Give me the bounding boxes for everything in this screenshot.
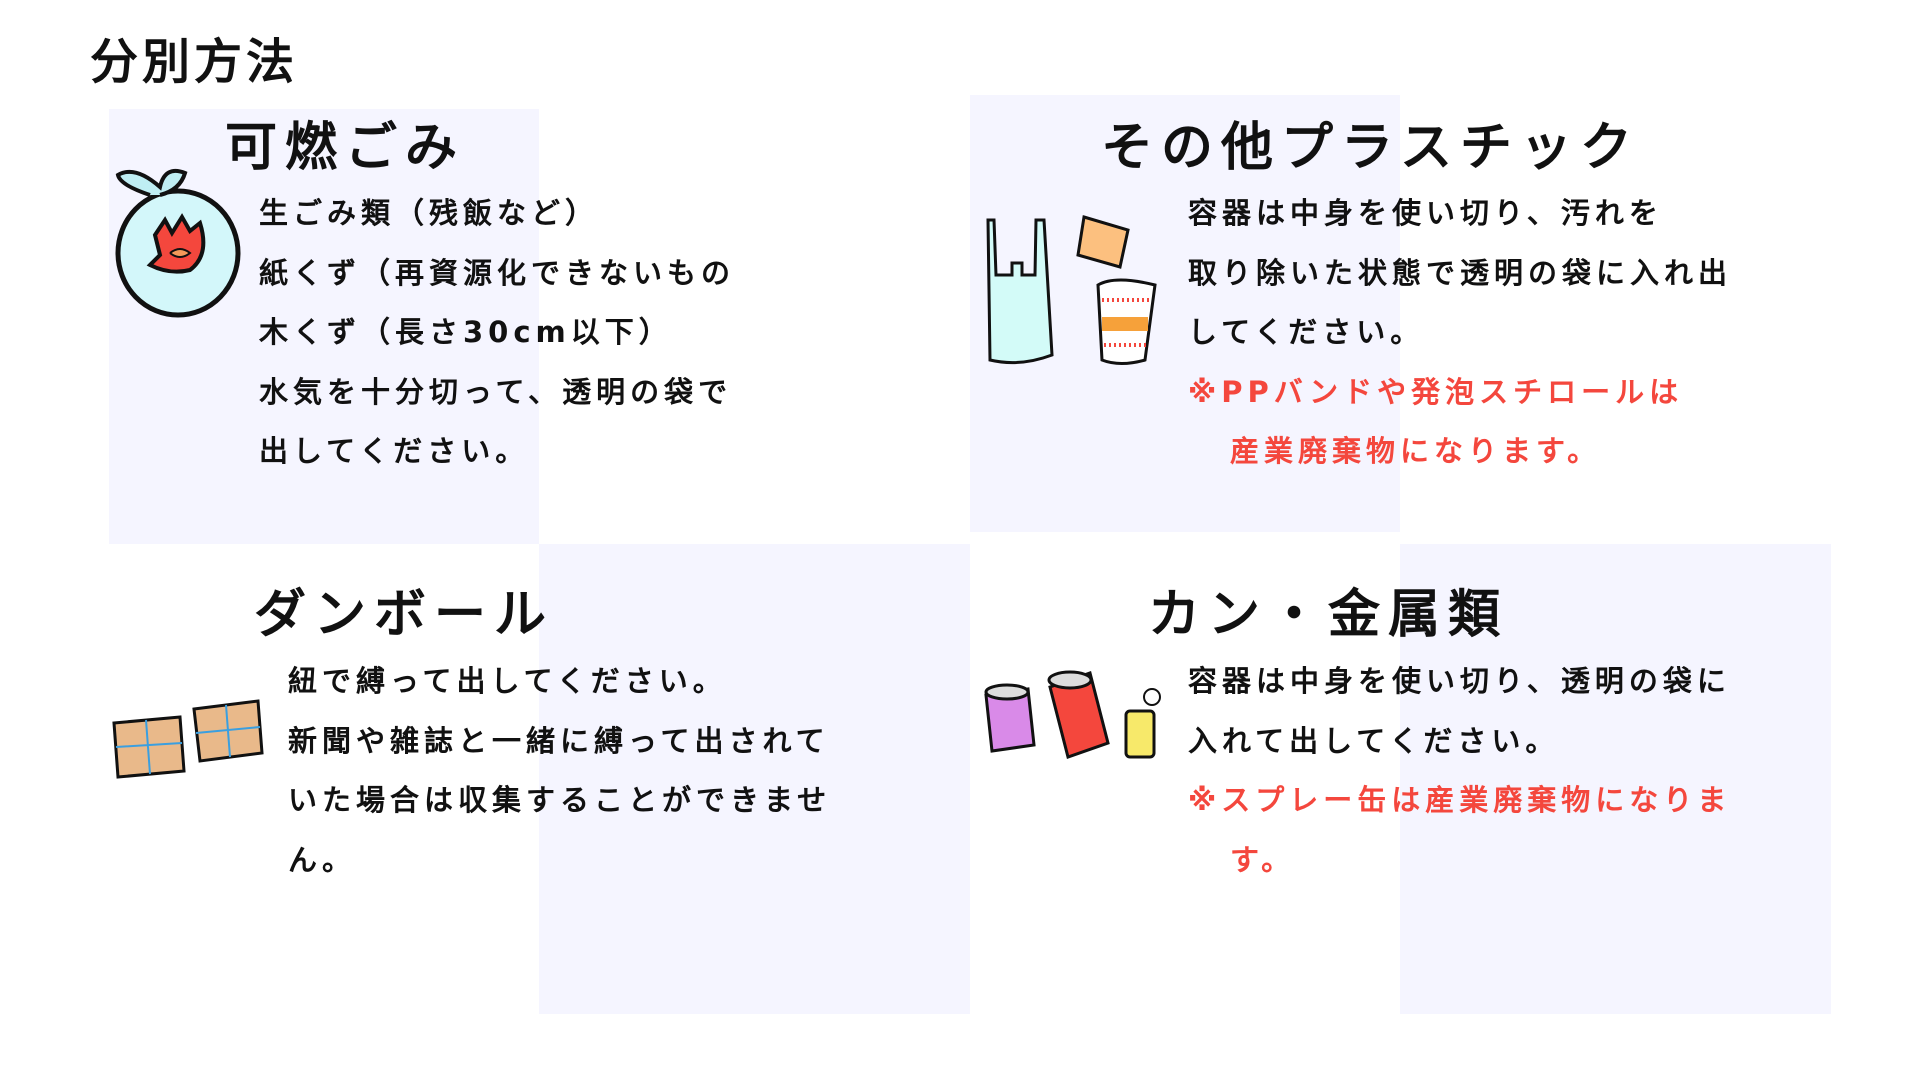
- warning-line: 産業廃棄物になります。: [1230, 434, 1602, 468]
- cardboard-boxes-icon: [112, 699, 264, 779]
- section-body-cardboard: 紐で縛って出してください。 新聞や雑誌と一緒に縛って出されて いた場合は収集する…: [288, 652, 831, 890]
- body-line: いた場合は収集することができませ: [288, 783, 832, 817]
- body-line: 取り除いた状態で透明の袋に入れ出: [1188, 255, 1733, 290]
- section-body-cans: 容器は中身を使い切り、透明の袋に 入れて出してください。 ※スプレー缶は産業廃棄…: [1188, 652, 1731, 890]
- body-line: してください。: [1188, 315, 1425, 349]
- warning-line: ※スプレー缶は産業廃棄物になりま: [1188, 783, 1732, 817]
- body-line: 生ごみ類（残飯など）: [259, 196, 600, 230]
- section-heading-cans: カン・金属類: [1148, 585, 1509, 645]
- bg-panel: [1400, 544, 1831, 1014]
- cans-icon: [984, 670, 1161, 759]
- warning-line: す。: [1230, 842, 1296, 877]
- section-body-burnable: 生ごみ類（残飯など） 紙くず（再資源化できないもの 木くず（長さ30cm以下） …: [259, 184, 735, 482]
- body-line: 出してください。: [259, 434, 530, 468]
- section-heading-burnable: 可燃ごみ: [225, 118, 466, 178]
- body-line: 木くず（長さ30cm以下）: [259, 315, 673, 349]
- body-line: 水気を十分切って、透明の袋で: [259, 374, 733, 409]
- bg-panel: [539, 544, 970, 1014]
- body-line: 容器は中身を使い切り、汚れを: [1188, 196, 1663, 230]
- section-body-plastic: 容器は中身を使い切り、汚れを 取り除いた状態で透明の袋に入れ出 してください。 …: [1188, 184, 1732, 482]
- section-heading-plastic: その他プラスチック: [1101, 118, 1640, 178]
- page-title: 分別方法: [90, 34, 299, 90]
- body-line: 新聞や雑誌と一緒に縛って出されて: [288, 723, 830, 758]
- plastic-items-icon: [986, 215, 1157, 365]
- body-line: 入れて出してください。: [1188, 723, 1560, 758]
- garbage-bag-icon: [115, 168, 241, 318]
- section-heading-cardboard: ダンボール: [254, 585, 555, 645]
- body-line: 紐で縛って出してください。: [288, 664, 727, 698]
- body-line: 容器は中身を使い切り、透明の袋に: [1188, 664, 1731, 698]
- body-line: 紙くず（再資源化できないもの: [259, 255, 736, 290]
- warning-line: ※PPバンドや発泡スチロールは: [1188, 374, 1684, 409]
- body-line: ん。: [288, 842, 357, 877]
